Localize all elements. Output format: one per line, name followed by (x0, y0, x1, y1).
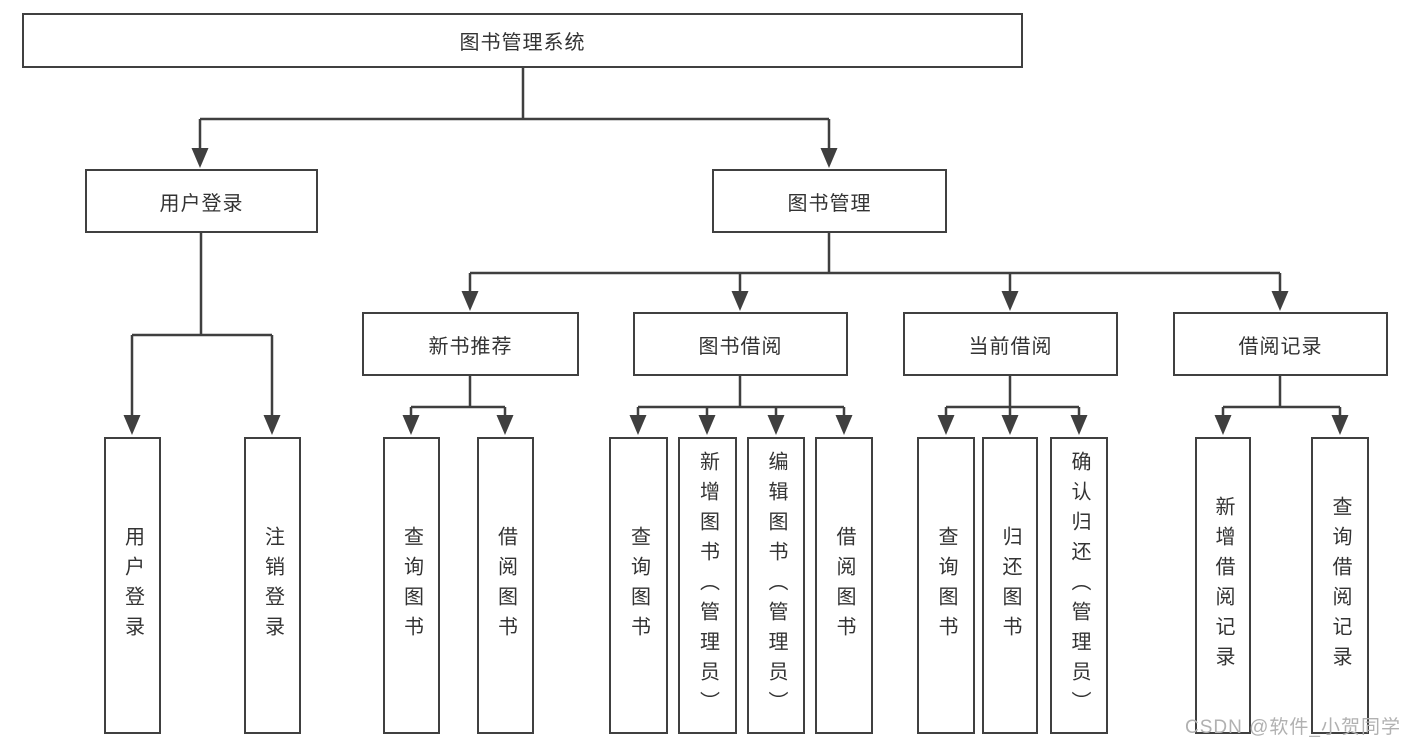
node-leaf-user-login: 用户登录 (104, 437, 161, 734)
node-leaf-add-book-admin: 新增图书（管理员） (678, 437, 737, 734)
node-leaf-borrow-book-2: 借阅图书 (815, 437, 873, 734)
node-leaf-query-book-2: 查询图书 (609, 437, 668, 734)
node-book-management: 图书管理 (712, 169, 947, 233)
node-leaf-add-borrow-record: 新增借阅记录 (1195, 437, 1251, 734)
node-leaf-borrow-book-1: 借阅图书 (477, 437, 534, 734)
node-leaf-query-borrow-record: 查询借阅记录 (1311, 437, 1369, 734)
node-leaf-query-book-3: 查询图书 (917, 437, 975, 734)
node-leaf-edit-book-admin: 编辑图书（管理员） (747, 437, 805, 734)
node-leaf-confirm-return-admin: 确认归还（管理员） (1050, 437, 1108, 734)
node-leaf-return-book: 归还图书 (982, 437, 1038, 734)
node-leaf-logout: 注销登录 (244, 437, 301, 734)
node-user-login: 用户登录 (85, 169, 318, 233)
node-current-borrow: 当前借阅 (903, 312, 1118, 376)
node-borrow-records: 借阅记录 (1173, 312, 1388, 376)
node-leaf-query-book-1: 查询图书 (383, 437, 440, 734)
node-new-book-recommend: 新书推荐 (362, 312, 579, 376)
csdn-watermark: CSDN @软件_小贺同学 (1185, 717, 1401, 738)
node-root: 图书管理系统 (22, 13, 1023, 68)
node-book-borrow: 图书借阅 (633, 312, 848, 376)
